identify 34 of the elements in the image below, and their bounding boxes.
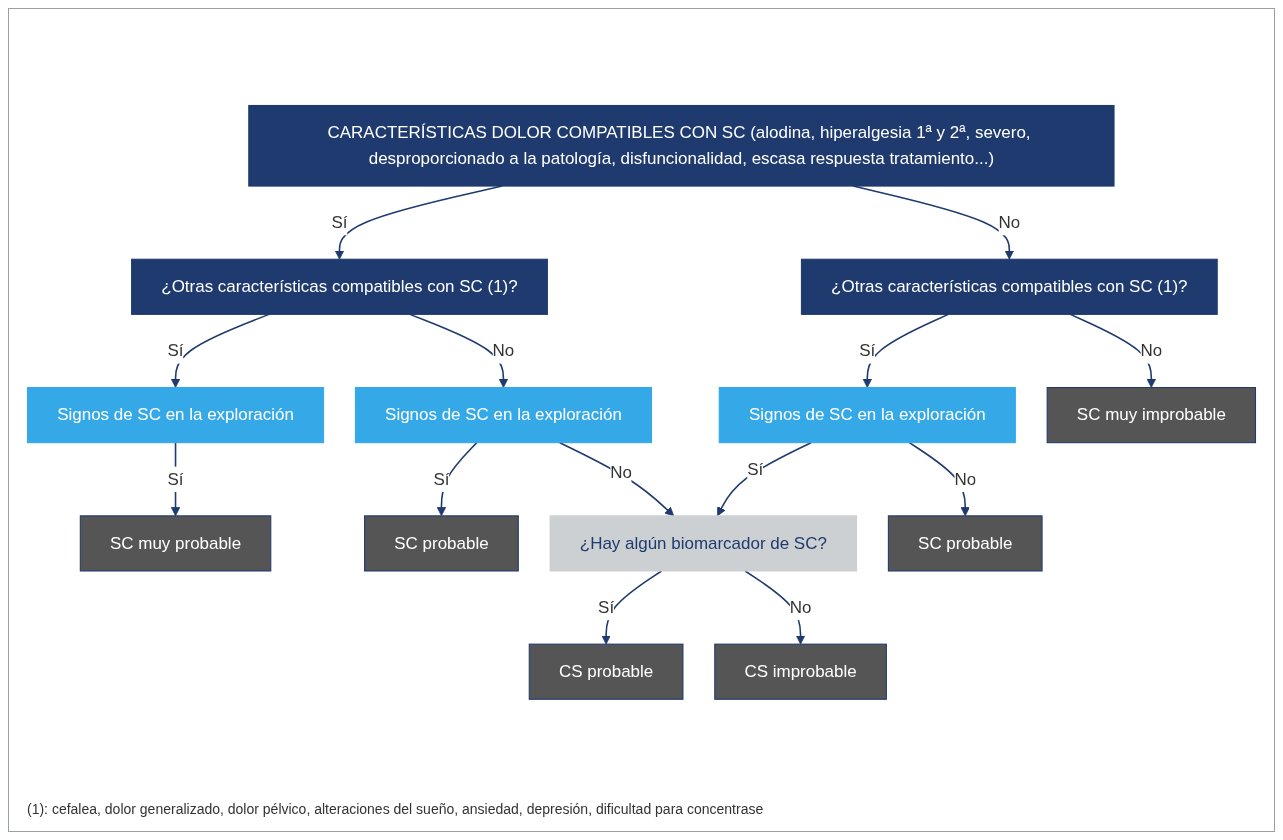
node-box: CS improbable [714, 643, 887, 700]
edge-label: Sí [433, 469, 450, 488]
node-box: CS probable [528, 643, 684, 700]
arrow [558, 441, 675, 516]
edge-label: No [954, 469, 977, 488]
arrow [862, 313, 950, 388]
arrow [409, 313, 509, 388]
node-box: SC probable [364, 514, 519, 572]
node-box: Signos de SC en la exploración [354, 386, 653, 443]
edge-label: No [610, 462, 633, 481]
node-box: SC probable [887, 514, 1043, 572]
edge-label: No [1140, 341, 1163, 360]
edge-label: Sí [859, 341, 876, 360]
arrow [601, 569, 663, 645]
node-box: ¿Otras características compatibles con SC (1)? [131, 258, 548, 315]
node-box: CARACTERÍSTICAS DOLOR COMPATIBLES CON SC (alodina, hiperalgesia 1ª y 2ª, severo, desproporcionado a la patología, disfuncionalidad, escasa respuesta tratamiento...) [248, 104, 1115, 187]
footnote: (1): cefalea, dolor generalizado, dolor pélvico, alteraciones del sueño, ansiedad, depresión, dificultad para concentrase [27, 801, 765, 817]
node-box: ¿Hay algún biomarcador de SC? [549, 514, 858, 572]
edge-label: No [492, 341, 515, 360]
arrow [717, 441, 812, 516]
node-box: ¿Otras características compatibles con SC (1)? [800, 258, 1218, 315]
arrow [1069, 313, 1156, 388]
edge-label: Sí [598, 597, 615, 616]
node-box: SC muy improbable [1046, 386, 1257, 443]
edge-label: Sí [167, 469, 184, 488]
edge-label: Sí [331, 212, 348, 231]
edge-label: No [998, 212, 1021, 231]
node-box: Signos de SC en la exploración [26, 386, 325, 443]
edge-label: Sí [167, 341, 184, 360]
node-box: Signos de SC en la exploración [718, 386, 1016, 443]
edge-label: Sí [747, 460, 764, 479]
node-box: SC muy probable [79, 514, 272, 572]
arrow [170, 313, 270, 388]
edge-label: No [789, 597, 812, 616]
